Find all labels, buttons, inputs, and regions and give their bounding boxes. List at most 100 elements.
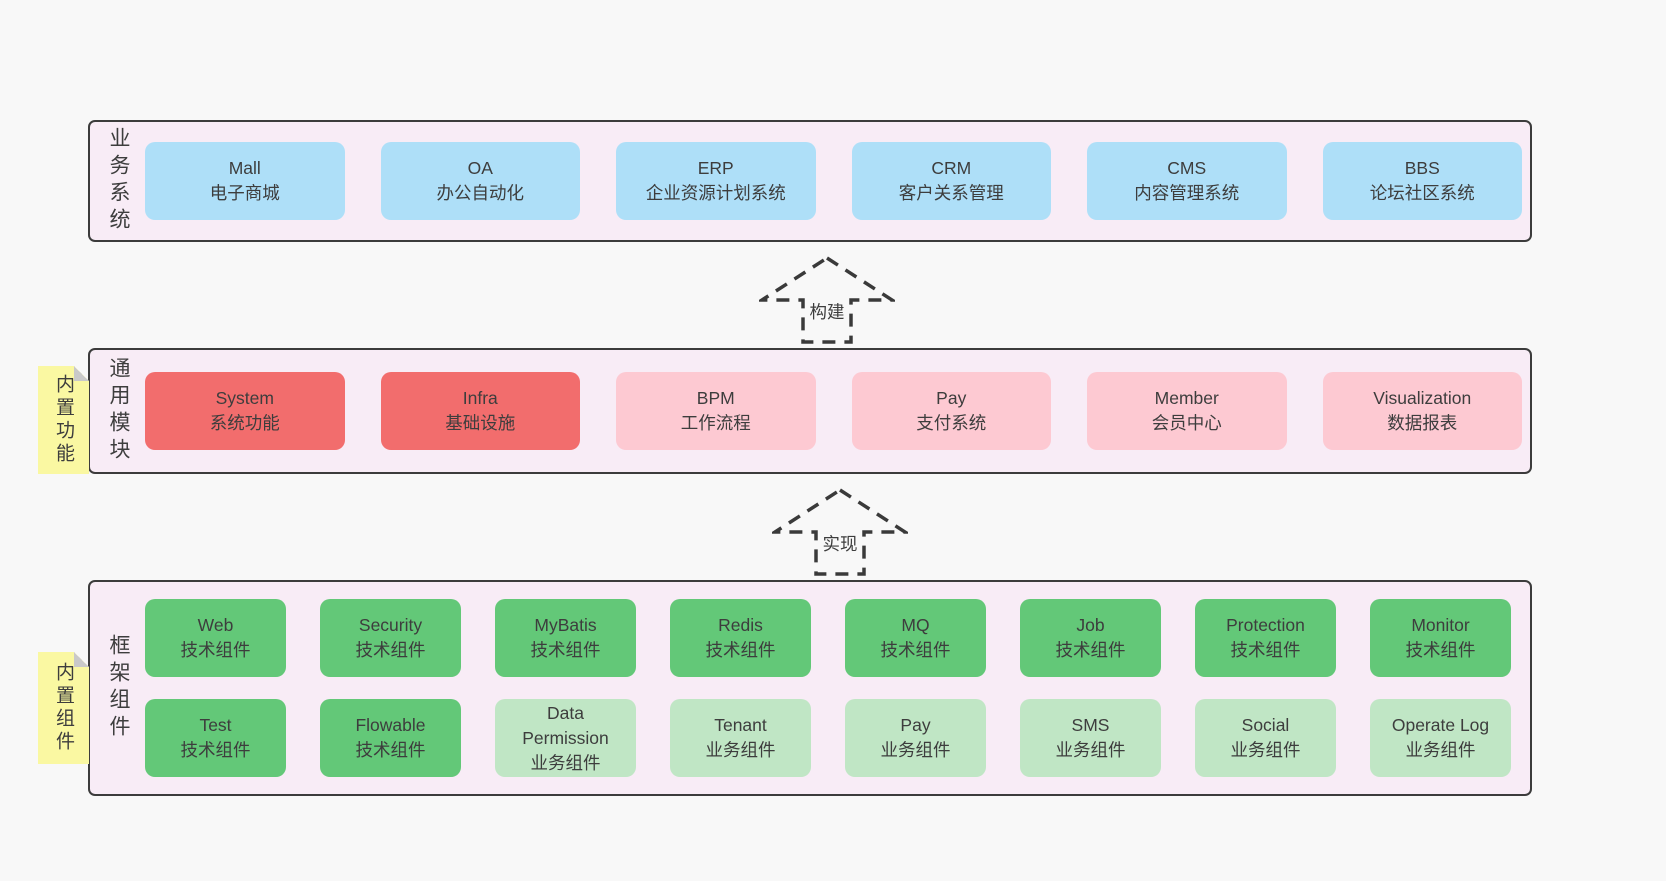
box-title: BBS [1404,158,1440,178]
box-subtitle: 业务组件 [705,740,776,760]
box-subtitle: 论坛社区系统 [1369,183,1475,203]
box-subtitle: 业务组件 [1230,740,1301,760]
box-title: Redis [718,615,763,635]
box-subtitle: 基础设施 [445,413,516,433]
box-subtitle: 技术组件 [1405,640,1476,660]
box-title: BPM [696,388,735,408]
box-cms: CMS 内容管理系统 [1087,142,1287,220]
box-title: Data Permission [522,702,609,748]
box-job: Job 技术组件 [1020,599,1161,677]
box-title: Pay [936,388,967,408]
box-subtitle: 会员中心 [1151,413,1222,433]
box-subtitle: 企业资源计划系统 [645,183,786,203]
box-subtitle: 技术组件 [180,740,251,760]
box-subtitle: 技术组件 [355,640,426,660]
box-pay: Pay 支付系统 [851,372,1051,450]
box-title: Security [358,615,423,635]
box-subtitle: 业务组件 [1405,740,1476,760]
box-title: Job [1076,615,1105,635]
box-mall: Mall 电子商城 [145,142,345,220]
box-subtitle: 工作流程 [680,413,751,433]
implement-arrow-label: 实现 [819,531,861,556]
box-infra: Infra 基础设施 [380,372,580,450]
box-operate-log: Operate Log 业务组件 [1370,699,1511,777]
box-subtitle: 电子商城 [209,183,280,203]
box-title: SMS [1071,715,1110,735]
box-security: Security 技术组件 [320,599,461,677]
box-data-permission: Data Permission 业务组件 [495,699,636,777]
implement-arrow: 实现 [772,487,908,577]
box-member: Member 会员中心 [1087,372,1287,450]
box-subtitle: 内容管理系统 [1134,183,1240,203]
box-subtitle: 技术组件 [1055,640,1126,660]
folded-corner-icon [74,652,89,667]
box-title: CMS [1167,158,1207,178]
box-flowable: Flowable 技术组件 [320,699,461,777]
box-title: Protection [1226,615,1305,635]
box-redis: Redis 技术组件 [670,599,811,677]
box-subtitle: 技术组件 [1230,640,1301,660]
box-title: Test [199,715,232,735]
box-title: Web [197,615,234,635]
box-subtitle: 支付系统 [916,413,987,433]
sticky-note: 内置功能 [38,366,89,474]
box-pay: Pay 业务组件 [845,699,986,777]
box-title: Visualization [1373,388,1472,408]
box-title: Monitor [1411,615,1470,635]
box-protection: Protection 技术组件 [1195,599,1336,677]
box-title: Flowable [355,715,426,735]
folded-corner-icon [74,366,89,381]
box-title: Pay [900,715,931,735]
dashed-up-arrow-icon [772,487,908,576]
sticky-note-label: 内置组件 [53,662,74,754]
box-title: ERP [697,158,734,178]
box-subtitle: 数据报表 [1387,413,1458,433]
box-subtitle: 技术组件 [180,640,251,660]
box-monitor: Monitor 技术组件 [1370,599,1511,677]
box-subtitle: 业务组件 [880,740,951,760]
sticky-note: 内置组件 [38,652,89,764]
box-title: Member [1154,388,1219,408]
box-test: Test 技术组件 [145,699,286,777]
box-bbs: BBS 论坛社区系统 [1322,142,1522,220]
box-title: System [215,388,274,408]
dashed-up-arrow-icon [759,255,895,344]
box-title: Operate Log [1391,715,1490,735]
box-row: System 系统功能 Infra 基础设施 BPM 工作流程 Pay 支付系统 Member 会… [145,372,1522,450]
box-title: Infra [462,388,498,408]
box-subtitle: 技术组件 [880,640,951,660]
layer-rows: System 系统功能 Infra 基础设施 BPM 工作流程 Pay 支付系统 Member 会… [145,350,1522,472]
box-title: Tenant [714,715,767,735]
box-system: System 系统功能 [145,372,345,450]
box-subtitle: 系统功能 [209,413,280,433]
box-tenant: Tenant 业务组件 [670,699,811,777]
sticky-note-label: 内置功能 [53,374,74,466]
box-title: Mall [228,158,261,178]
box-title: CRM [931,158,972,178]
box-subtitle: 业务组件 [1055,740,1126,760]
build-arrow-label: 构建 [806,299,848,324]
box-subtitle: 技术组件 [705,640,776,660]
box-subtitle: 办公自动化 [436,183,525,203]
layer-label: 通用模块 [107,357,130,465]
box-erp: ERP 企业资源计划系统 [616,142,816,220]
box-bpm: BPM 工作流程 [616,372,816,450]
box-subtitle: 业务组件 [530,752,601,773]
layer-label: 框架组件 [107,634,130,742]
box-sms: SMS 业务组件 [1020,699,1161,777]
box-web: Web 技术组件 [145,599,286,677]
box-subtitle: 技术组件 [355,740,426,760]
box-visualization: Visualization 数据报表 [1322,372,1522,450]
